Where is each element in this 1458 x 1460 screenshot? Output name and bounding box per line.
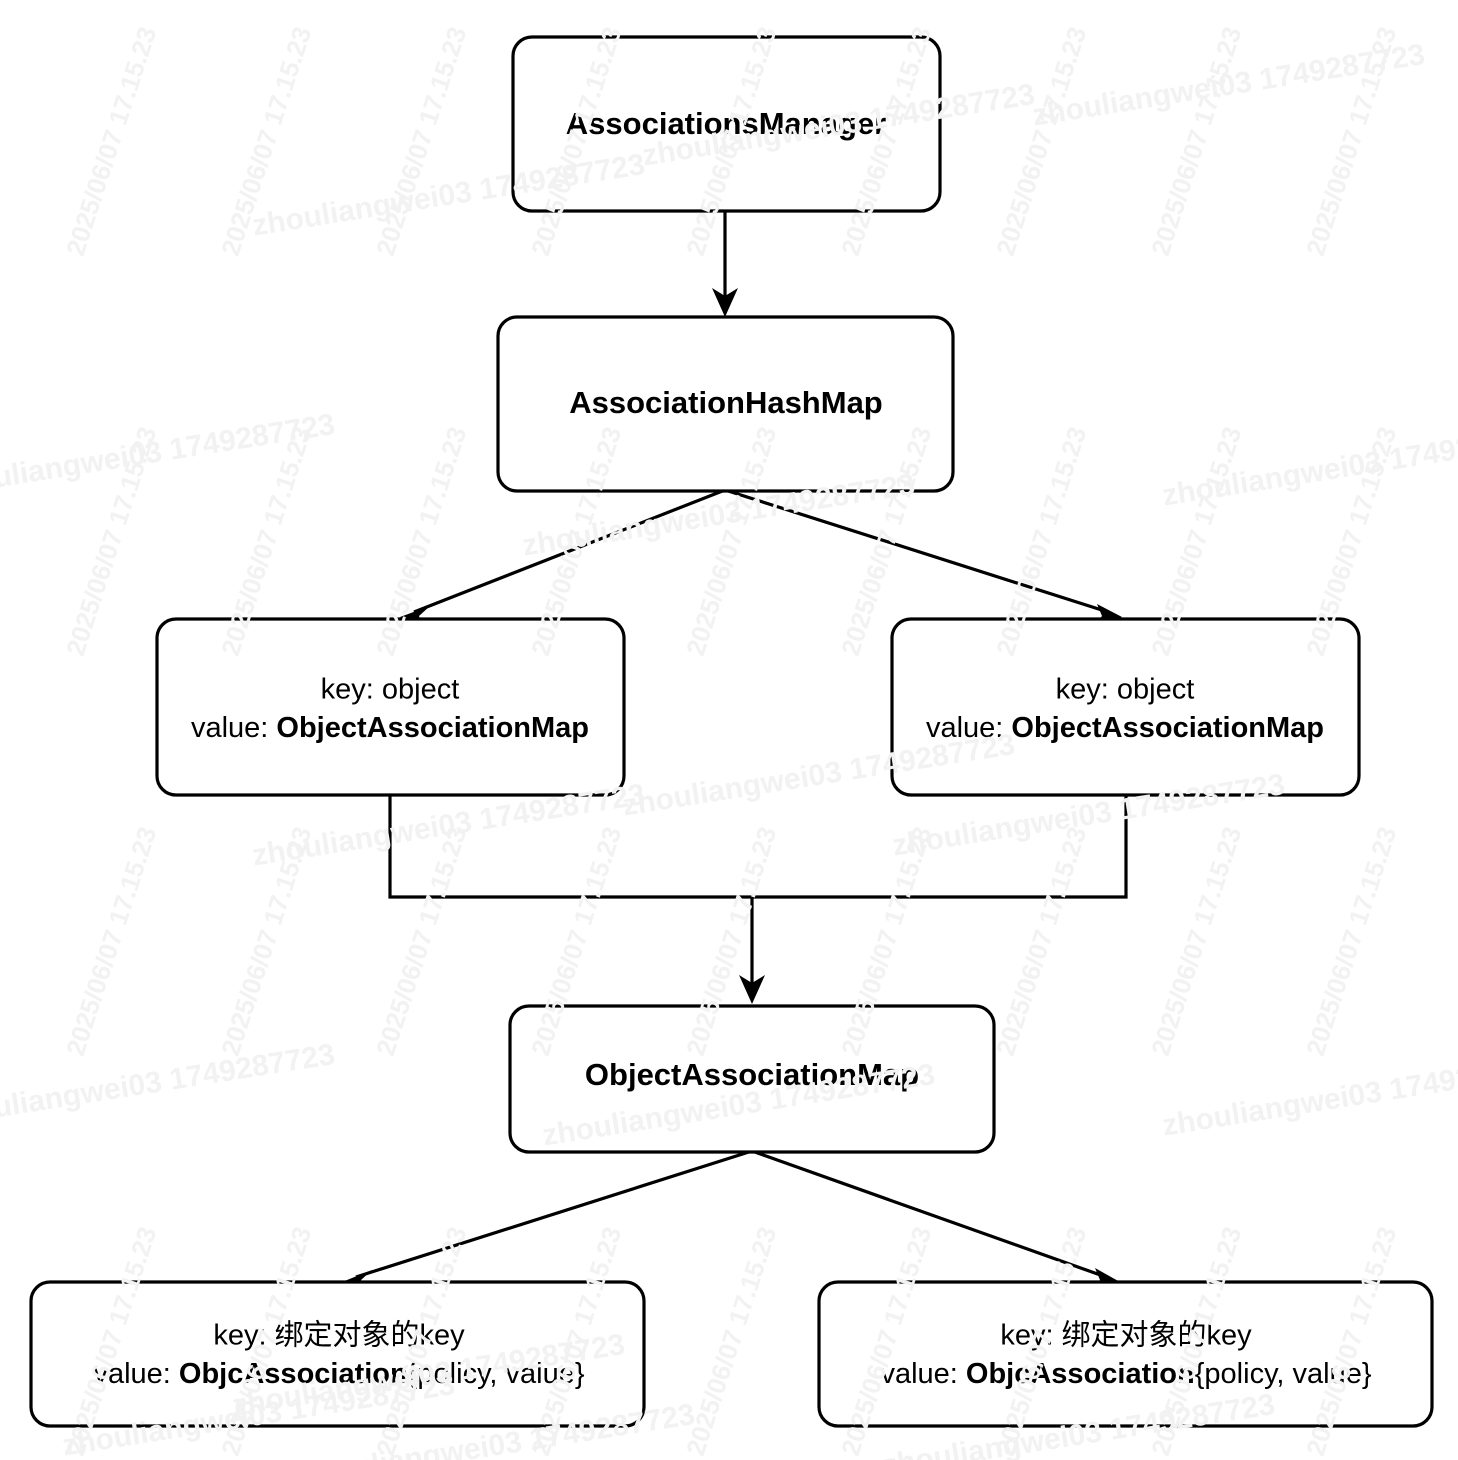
- node-association-hash-map[interactable]: AssociationHashMap: [496, 315, 955, 493]
- node-hash-entry-right[interactable]: key: object value: ObjectAssociationMap: [890, 617, 1361, 797]
- node-label-hash-entry-right-key: key: object: [1056, 674, 1195, 706]
- node-label-object-association-map: ObjectAssociationMap: [585, 1057, 919, 1092]
- node-shape: [29, 1280, 646, 1428]
- edge-map-to-assoc-right: [751, 1149, 1120, 1293]
- arrowhead-icon: [712, 288, 738, 317]
- node-assoc-entry-right[interactable]: key: 绑定对象的key value: ObjcAssociation{pol…: [817, 1280, 1434, 1428]
- node-shape: [817, 1280, 1434, 1428]
- node-label-hash-entry-left-key: key: object: [321, 674, 460, 706]
- node-label-hash-entry-left-value: value: ObjectAssociationMap: [191, 712, 589, 744]
- edge-manager-to-hashmap: [712, 211, 738, 317]
- node-label-hash-entry-right-value: value: ObjectAssociationMap: [926, 712, 1324, 744]
- node-object-association-map[interactable]: ObjectAssociationMap: [508, 1004, 996, 1154]
- node-label-associations-manager: AssociationsManager: [566, 106, 886, 141]
- node-hash-entry-left[interactable]: key: object value: ObjectAssociationMap: [155, 617, 626, 797]
- node-shape: [890, 617, 1361, 797]
- edge-entries-to-object-association-map: [388, 794, 1128, 1004]
- edge-map-to-assoc-left: [342, 1149, 753, 1293]
- node-label-assoc-entry-right-value: value: ObjcAssociation{policy, value}: [880, 1358, 1371, 1390]
- node-assoc-entry-left[interactable]: key: 绑定对象的key value: ObjcAssociation{pol…: [29, 1280, 646, 1428]
- edge-hashmap-to-entry-right: [724, 488, 1122, 629]
- node-shape: [496, 315, 955, 493]
- node-shape: [511, 35, 942, 213]
- arrowhead-icon: [739, 975, 765, 1004]
- node-associations-manager[interactable]: AssociationsManager: [511, 35, 942, 213]
- edge-hashmap-to-entry-left: [400, 488, 726, 629]
- node-label-assoc-entry-left-key: key: 绑定对象的key: [213, 1319, 465, 1352]
- node-label-association-hash-map: AssociationHashMap: [569, 385, 883, 420]
- node-label-assoc-entry-right-key: key: 绑定对象的key: [1000, 1319, 1252, 1352]
- node-label-assoc-entry-left-value: value: ObjcAssociation{policy, value}: [93, 1358, 584, 1390]
- node-shape: [508, 1004, 996, 1154]
- node-shape: [155, 617, 626, 797]
